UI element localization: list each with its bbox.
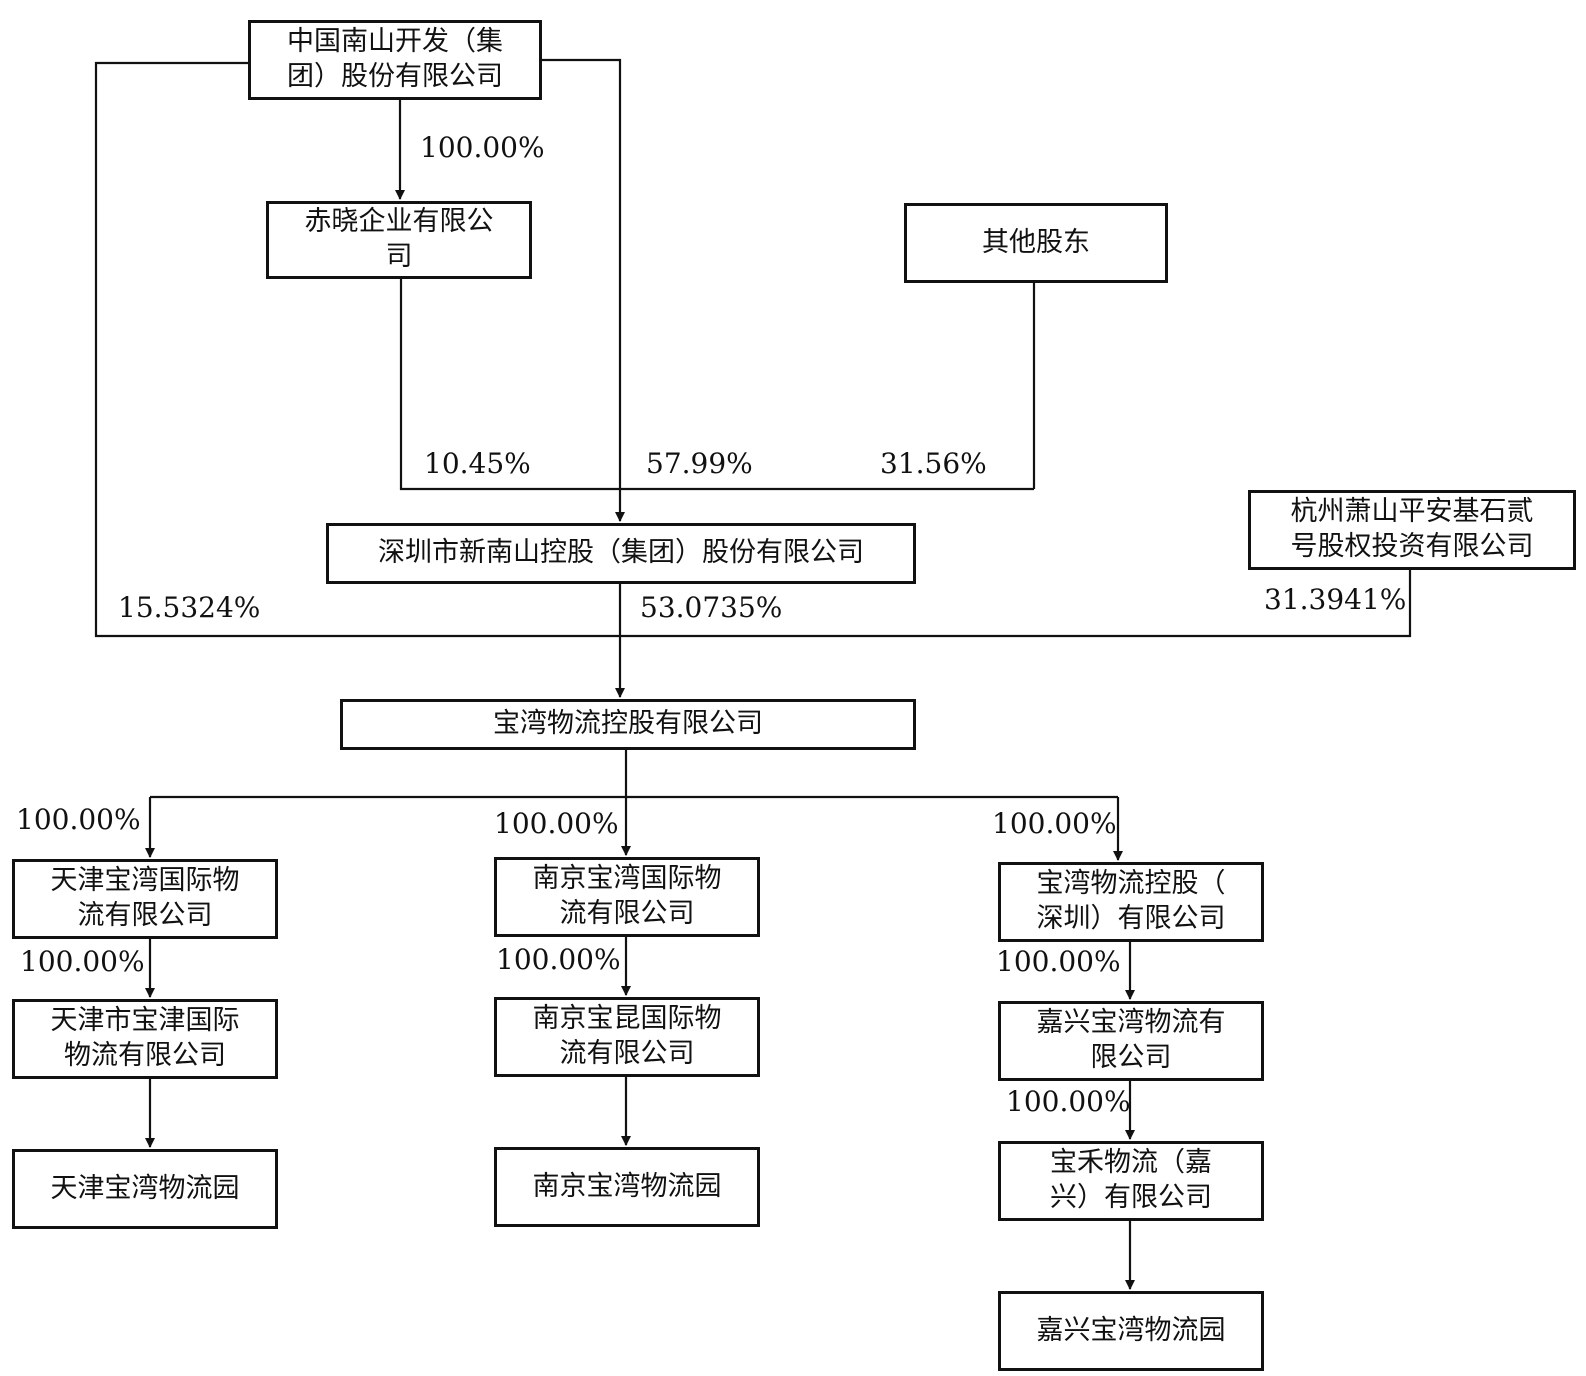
- entity-baowan-holding: 宝湾物流控股有限公司: [340, 699, 916, 750]
- pct-baowan-tianjin: 100.00%: [16, 803, 141, 836]
- pct-tianjin-baojin: 100.00%: [20, 945, 145, 978]
- pct-baowan-shenzhen: 100.00%: [992, 807, 1117, 840]
- pct-shenzhen-jiaxing: 100.00%: [996, 945, 1121, 978]
- edge-chixiao-sznsh: [399, 278, 1034, 491]
- pct-chixiao-sznsh: 10.45%: [424, 447, 531, 480]
- edge-hangzhou-baowan: [620, 568, 1412, 638]
- entity-hangzhou: 杭州萧山平安基石贰 号股权投资有限公司: [1248, 490, 1576, 570]
- entity-tianjin-baojin: 天津市宝津国际 物流有限公司: [12, 999, 278, 1079]
- entity-sznsh: 深圳市新南山控股（集团）股份有限公司: [326, 523, 916, 584]
- edge-cmhi-sznsh: [542, 58, 625, 522]
- pct-others-sznsh: 31.56%: [880, 447, 987, 480]
- edge-cmhi-baowan: [94, 61, 620, 638]
- entity-tianjin-park: 天津宝湾物流园: [12, 1149, 278, 1229]
- pct-cmhi-chixiao: 100.00%: [420, 131, 545, 164]
- entity-baohe-jiaxing: 宝禾物流（嘉 兴）有限公司: [998, 1141, 1264, 1221]
- entity-tianjin-intl: 天津宝湾国际物 流有限公司: [12, 859, 278, 939]
- entity-nanjing-intl: 南京宝湾国际物 流有限公司: [494, 857, 760, 937]
- pct-hangzhou-baowan: 31.3941%: [1264, 583, 1407, 616]
- pct-nanjing-baokun: 100.00%: [496, 943, 621, 976]
- pct-cmhi-baowan: 15.5324%: [118, 591, 261, 624]
- entity-jiaxing-park: 嘉兴宝湾物流园: [998, 1291, 1264, 1371]
- pct-baowan-nanjing: 100.00%: [494, 807, 619, 840]
- entity-jiaxing-logistics: 嘉兴宝湾物流有 限公司: [998, 1001, 1264, 1081]
- pct-cmhi-sznsh: 57.99%: [646, 447, 753, 480]
- entity-cmhi: 中国南山开发（集 团）股份有限公司: [248, 20, 542, 100]
- pct-sznsh-baowan: 53.0735%: [640, 591, 783, 624]
- entity-nanjing-park: 南京宝湾物流园: [494, 1147, 760, 1227]
- entity-nanjing-baokun: 南京宝昆国际物 流有限公司: [494, 997, 760, 1077]
- pct-jiaxing-baohe: 100.00%: [1006, 1085, 1131, 1118]
- entity-chixiao: 赤晓企业有限公 司: [266, 201, 532, 279]
- entity-other-shareholders: 其他股东: [904, 203, 1168, 283]
- entity-baowan-shenzhen: 宝湾物流控股（ 深圳）有限公司: [998, 862, 1264, 942]
